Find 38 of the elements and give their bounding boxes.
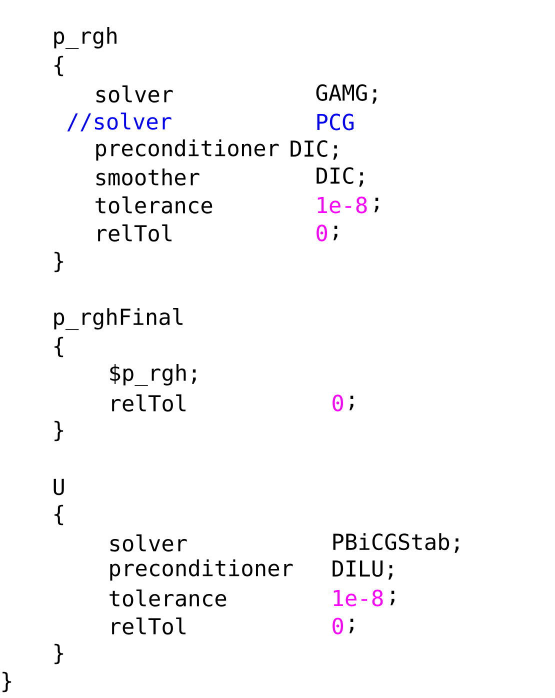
number-value: 1e-8 [318,196,367,214]
setting-key: relTol [112,617,186,635]
block-name: p_rgh [54,27,116,49]
semicolon: ; [350,618,354,634]
setting-value: DIC; [290,140,338,160]
setting-key: relTol [98,224,172,242]
setting-value: DILU; [332,560,392,580]
semicolon: ; [350,396,354,410]
brace: { [54,504,64,526]
setting-key: tolerance [110,589,226,607]
setting-key: preconditioner [96,139,279,161]
setting-key: preconditioner [110,559,293,581]
setting-key: solver [96,85,173,103]
brace: { [54,336,64,358]
block-name: p_rghFinal [54,308,182,330]
block-name: U [54,478,64,496]
number-value: 0 [332,618,344,634]
number-value: 1e-8 [334,590,383,606]
semicolon: ; [334,226,338,240]
brace: } [54,420,64,442]
setting-value: PBiCGStab; [333,533,458,553]
brace: } [54,644,64,664]
comment: //solver [67,112,172,132]
setting-key: relTol [112,394,186,412]
comment: PCG [317,114,354,130]
number-value: 0 [332,394,344,412]
setting-key: solver [110,534,187,552]
brace: { [54,56,64,76]
macro-reference: $p_rgh; [110,364,196,386]
setting-value: GAMG; [316,84,376,104]
semicolon: ; [390,590,394,606]
number-value: 0 [316,224,328,242]
semicolon: ; [374,198,378,212]
setting-key: smoother [96,168,200,186]
setting-value: DIC; [316,167,364,187]
setting-key: tolerance [96,196,212,214]
brace: } [2,672,12,692]
brace: } [54,252,64,272]
